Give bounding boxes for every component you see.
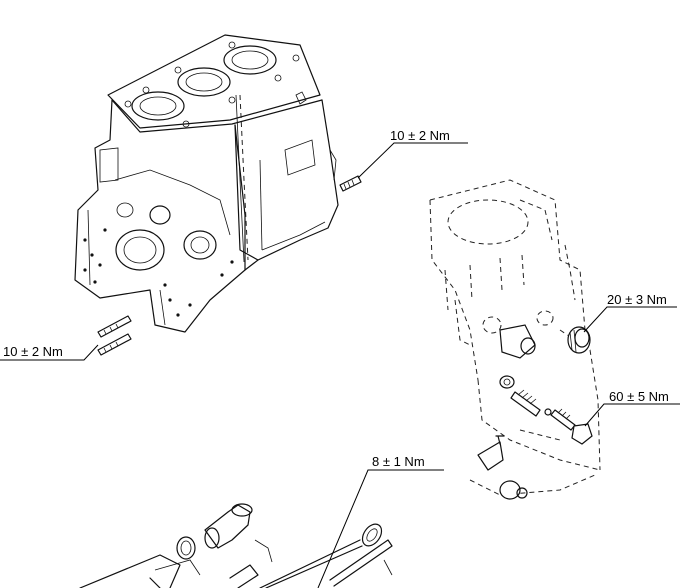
bracket-and-ring [477,435,528,500]
leader-dipstick-tube [317,469,444,588]
dipstick-assembly [79,503,393,588]
front-face-holes [83,228,234,317]
leader-block-stud-right [357,142,468,179]
block-stud-right [339,175,362,192]
block-stud-left [97,315,132,356]
leader-plug-fitting [583,306,677,333]
plug-fitting [567,326,591,354]
callout-plug-fitting: 20 ± 3 Nm [607,292,667,307]
callout-block-stud-right: 10 ± 2 Nm [390,128,450,143]
leader-block-stud-left [0,344,99,361]
callout-block-stud-left: 10 ± 2 Nm [3,344,63,359]
leader-relief-valve-plug [584,403,680,427]
callout-dipstick-tube: 8 ± 1 Nm [372,454,425,469]
callout-relief-valve-plug: 60 ± 5 Nm [609,389,669,404]
engine-block [74,34,339,333]
outlet-fitting [499,324,536,389]
oil-pump-housing-outline [429,179,601,496]
relief-valve [510,389,593,445]
